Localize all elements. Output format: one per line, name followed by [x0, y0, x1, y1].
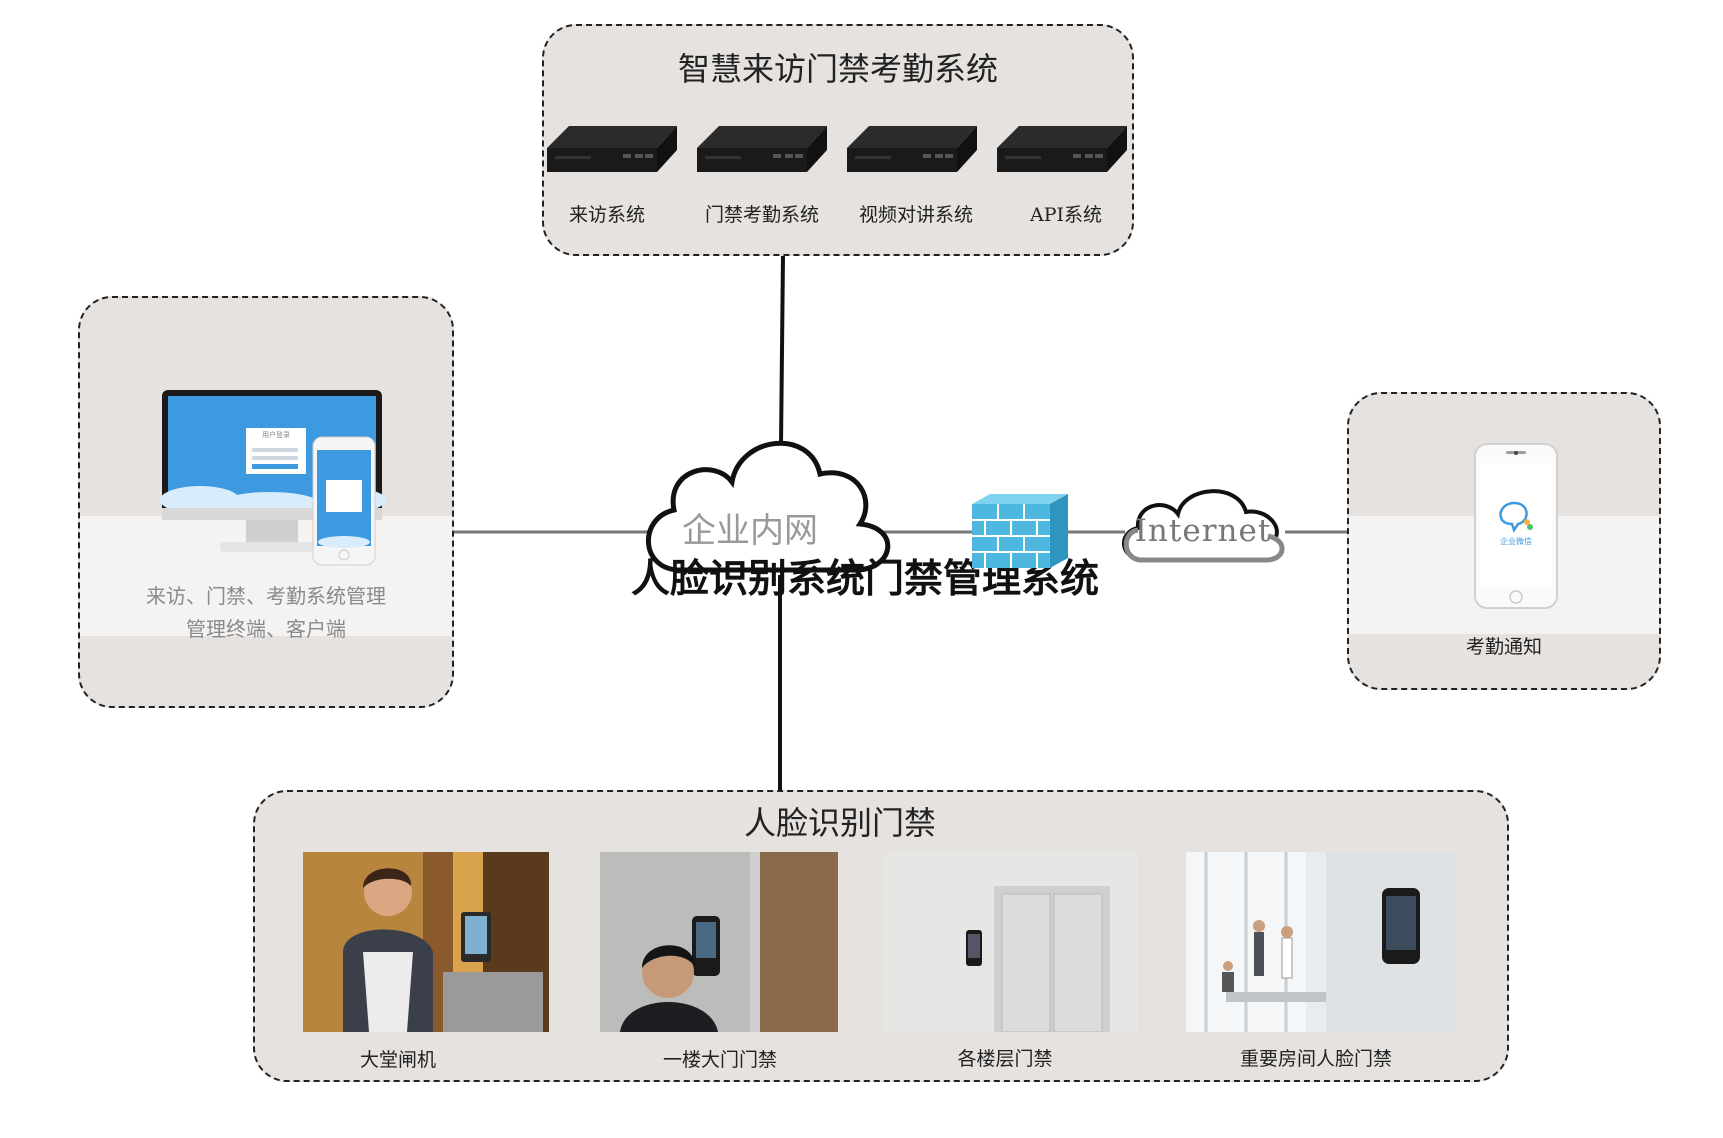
internet-cloud-icon [1122, 489, 1285, 563]
monitor-dialog-title: 用户登录 [262, 431, 290, 439]
server-label: 视频对讲系统 [858, 204, 973, 226]
photo-label: 各楼层门禁 [957, 1048, 1053, 1070]
photo-label: 大堂闸机 [359, 1049, 436, 1071]
work-chat-app-icon [1499, 501, 1533, 533]
system-panel-title: 智慧来访门禁考勤系统 [677, 50, 998, 88]
server-label: 门禁考勤系统 [704, 204, 819, 226]
internet-label: Internet [1134, 513, 1272, 549]
server-icon [547, 126, 677, 172]
lobby-gate-photo [303, 852, 549, 1032]
app-name: 企业微信 [1500, 537, 1532, 546]
server-icon [997, 126, 1127, 172]
notification-label: 考勤通知 [1465, 636, 1542, 658]
management-line1: 来访、门禁、考勤系统管理 [146, 584, 386, 608]
server-label: API系统 [1029, 204, 1102, 226]
phone-icon [312, 436, 376, 566]
important-room-photo [1186, 852, 1456, 1032]
management-line2: 管理终端、客户端 [186, 617, 346, 641]
face-access-title: 人脸识别门禁 [743, 804, 936, 842]
firewall-icon [972, 494, 1068, 568]
server-icon [697, 126, 827, 172]
line-top [779, 254, 785, 446]
floor-door-photo [884, 852, 1138, 1032]
server-icon [847, 126, 977, 172]
intranet-label: 企业内网 [682, 511, 818, 551]
photo-label: 重要房间人脸门禁 [1239, 1048, 1392, 1070]
main-entrance-photo [600, 852, 838, 1032]
photo-label: 一楼大门门禁 [662, 1049, 777, 1071]
server-label: 来访系统 [568, 204, 645, 226]
intranet-cloud-icon [646, 440, 891, 573]
